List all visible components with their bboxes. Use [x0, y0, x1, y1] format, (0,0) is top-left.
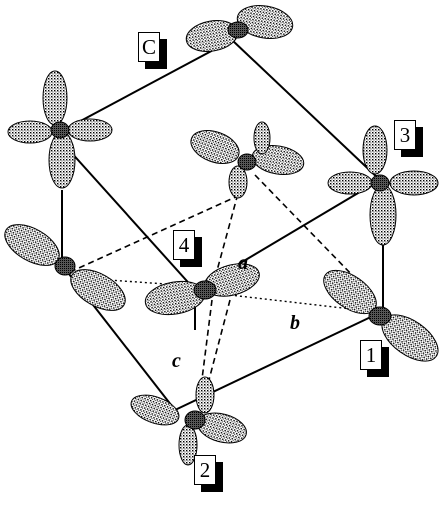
lobe [327, 171, 373, 195]
dash-left-back [69, 194, 241, 273]
orbital-bottom [130, 376, 247, 466]
label-site-4: 4 [173, 230, 202, 267]
dot-b-axis [229, 294, 361, 311]
lobe [370, 174, 390, 192]
label-site-1: 1 [360, 340, 389, 377]
axis-label-b: b [290, 312, 300, 334]
tag-text: 4 [173, 230, 195, 260]
lobe [42, 70, 68, 126]
lobe [389, 170, 439, 196]
tag-text: C [138, 32, 160, 62]
dash-a-axis [214, 174, 244, 279]
orbital-right-middle [323, 269, 439, 362]
lobe [50, 121, 70, 139]
lobe [237, 153, 257, 171]
tag-text: 2 [194, 455, 216, 485]
lobe [48, 131, 76, 189]
lobe [54, 256, 76, 276]
lobe [130, 394, 180, 426]
axis-label-a: a [238, 252, 248, 274]
dash-c-axis [199, 299, 213, 396]
orbital-top [185, 5, 294, 52]
lobe [70, 269, 126, 311]
lobe [253, 121, 271, 155]
lobe [368, 306, 392, 326]
tag-text: 1 [360, 340, 382, 370]
lobe [195, 376, 215, 414]
lobe [228, 165, 248, 199]
label-site-3: 3 [394, 120, 423, 157]
lobe [67, 118, 113, 142]
lobe [362, 125, 388, 175]
dash-right-diag [254, 174, 356, 279]
axis-label-c: c [172, 350, 181, 372]
label-site-2: 2 [194, 455, 223, 492]
orbital-upper-left [7, 70, 113, 189]
tag-text: 3 [394, 120, 416, 150]
edge-top-left [59, 39, 233, 133]
orbital-upper-right [327, 125, 439, 246]
edge-left-diag [59, 139, 196, 291]
lobe [193, 280, 217, 300]
lattice-solid-edges [59, 39, 384, 411]
orbital-center [144, 263, 260, 316]
lobe [236, 5, 294, 39]
orbital-back-center [190, 121, 305, 199]
lobe [184, 410, 206, 430]
edge-top-right [231, 39, 381, 181]
lobe [369, 184, 397, 246]
orbital-left-middle [4, 224, 126, 311]
lobe [190, 130, 240, 164]
lobe [227, 21, 249, 39]
lobe [7, 120, 53, 144]
label-corner-c: C [138, 32, 167, 69]
